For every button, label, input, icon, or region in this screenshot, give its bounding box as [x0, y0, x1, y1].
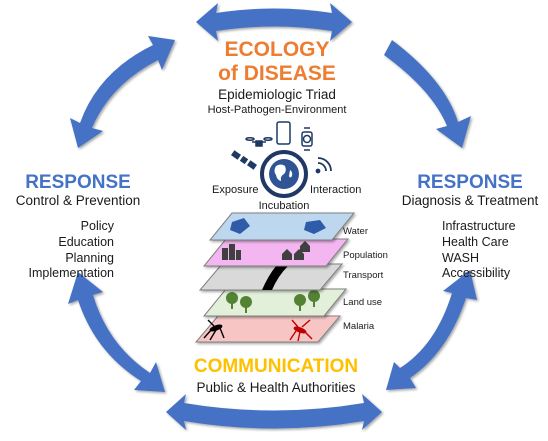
ecology-subtitle2: Host-Pathogen-Environment [207, 104, 347, 116]
layer-malaria [194, 315, 342, 343]
smartwatch-icon [301, 127, 313, 151]
response-left-item: Planning [65, 251, 114, 265]
communication-subtitle: Public & Health Authorities [196, 380, 356, 395]
globe-icon [260, 150, 308, 198]
response-right-subtitle: Diagnosis & Treatment [401, 193, 539, 208]
response-left-item: Education [58, 235, 114, 249]
water-body [230, 218, 250, 234]
response-right-item: Infrastructure [442, 219, 516, 233]
ecology-title-line2: of DISEASE [218, 62, 336, 85]
water-body [304, 220, 326, 234]
arrow-bottom-left [68, 272, 165, 392]
response-right-item: WASH [442, 251, 480, 265]
layer-population [202, 238, 350, 267]
mosquito-icon [289, 319, 313, 342]
drone-icon [245, 137, 273, 147]
arrow-top [196, 3, 352, 41]
ecology-title-line1: ECOLOGY [224, 38, 330, 61]
response-left-subtitle: Control & Prevention [15, 193, 141, 208]
response-right-item: Accessibility [442, 266, 511, 280]
layer-label-landuse: Land use [343, 297, 383, 308]
arrow-top-right [384, 40, 471, 148]
house-icon [282, 241, 310, 260]
cycle-arrows [68, 3, 477, 430]
layer-transport [198, 263, 344, 291]
arrow-bottom [166, 394, 382, 430]
wifi-icon [315, 157, 332, 174]
response-left-title: RESPONSE [25, 172, 131, 193]
response-right-item: Health Care [442, 235, 509, 249]
mosquito-icon [203, 319, 225, 341]
layer-water [208, 212, 356, 241]
triad-interaction-label: Interaction [310, 184, 362, 196]
arrow-bottom-right [386, 270, 477, 390]
layer-label-transport: Transport [343, 270, 384, 281]
layer-label-population: Population [343, 250, 388, 261]
response-left-item: Policy [80, 219, 114, 233]
ecology-subtitle: Epidemiologic Triad [218, 87, 336, 102]
road [262, 266, 288, 290]
arrow-top-left [70, 36, 175, 148]
map-layers [194, 212, 356, 343]
triad-incubation-label: Incubation [258, 200, 310, 212]
layer-landuse [202, 288, 348, 317]
layer-label-water: Water [343, 226, 368, 237]
response-right-title: RESPONSE [417, 172, 523, 193]
triad-exposure-label: Exposure [212, 184, 259, 196]
satellite-icon [231, 150, 257, 170]
communication-title: COMMUNICATION [193, 356, 359, 377]
response-left-item: Implementation [28, 266, 114, 280]
layer-label-malaria: Malaria [343, 321, 375, 332]
tree-icon [226, 290, 320, 313]
building-icon [222, 244, 241, 260]
smartphone-icon [276, 121, 291, 145]
triad-icons [231, 121, 332, 174]
